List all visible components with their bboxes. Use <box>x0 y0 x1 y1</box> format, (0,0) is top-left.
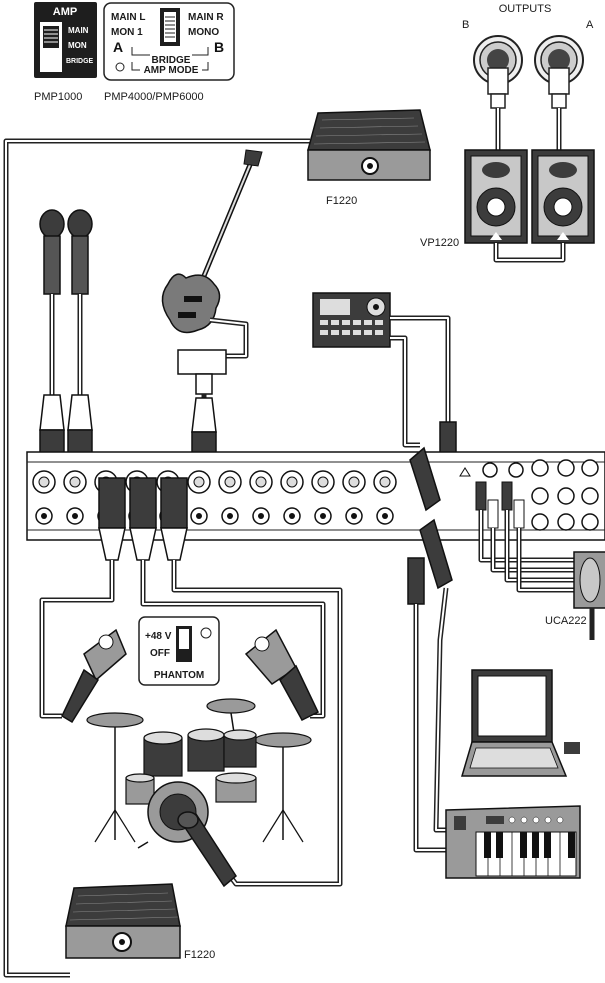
drum-xlr-plugs <box>98 477 188 561</box>
monitor-top <box>307 109 431 181</box>
amp-switch-panel: AMP MAIN MON BRIDGE <box>34 2 97 78</box>
mode-main-l: MAIN L <box>111 12 145 23</box>
mixer-xlr-pins <box>348 476 360 488</box>
phantom-switch-panel: +48 V OFF PHANTOM <box>138 616 220 686</box>
outputs-title: OUTPUTS <box>499 3 552 15</box>
mixer-line-input-hole <box>227 513 233 519</box>
amp-title: AMP <box>53 6 77 18</box>
monitor-top-label: F1220 <box>326 195 357 207</box>
mode-main-r: MAIN R <box>188 12 224 23</box>
interface-label: UCA222 <box>545 615 587 627</box>
bass-guitar <box>161 149 263 334</box>
monitor-bottom <box>65 883 181 959</box>
jack-plugs-center <box>407 446 453 605</box>
kick-mic <box>177 811 237 888</box>
speakers-label: VP1220 <box>420 237 459 249</box>
mixer-line-input-hole <box>320 513 326 519</box>
speaker-right <box>531 149 595 244</box>
mode-switch-panel: MAIN L MON 1 MAIN R MONO A B BRIDGE AMP … <box>103 2 235 81</box>
speaker-left <box>464 149 528 244</box>
mode-mon-1: MON 1 <box>111 27 143 38</box>
mode-letter-a: A <box>113 39 123 55</box>
mixer-line-input-hole <box>258 513 264 519</box>
mixer-line-input-hole <box>196 513 202 519</box>
microphone-2 <box>67 209 93 295</box>
amp-opt-main: MAIN <box>68 26 89 35</box>
amp-opt-mon: MON <box>68 41 87 50</box>
laptop <box>460 669 580 777</box>
mixer-line-input-hole <box>351 513 357 519</box>
mode-mono: MONO <box>188 27 219 38</box>
mixer-right-section <box>459 459 599 531</box>
phantom-48v: +48 V <box>145 631 172 642</box>
mode-bridge: BRIDGE <box>152 55 191 66</box>
outputs-a: A <box>586 19 594 31</box>
mixer-xlr-pins <box>317 476 329 488</box>
drum-kit <box>86 698 312 849</box>
mixer-xlr-pins <box>69 476 81 488</box>
speakon-output-a <box>534 35 584 109</box>
outputs-b: B <box>462 19 469 31</box>
midi-keyboard <box>445 805 581 879</box>
overhead-mic-left <box>61 628 127 724</box>
mixer-xlr-pins <box>38 476 50 488</box>
mixer-xlr-pins <box>286 476 298 488</box>
overhead-mic-right <box>244 628 319 721</box>
mode-letter-b: B <box>214 39 224 55</box>
mode-amp-mode: AMP MODE <box>144 65 199 76</box>
mixer-line-input-hole <box>72 513 78 519</box>
mixer-line-input-hole <box>382 513 388 519</box>
mixer-xlr-pins <box>379 476 391 488</box>
mixer-xlr-pins <box>255 476 267 488</box>
speakon-output-b <box>473 35 523 109</box>
amp-opt-bridge: BRIDGE <box>66 58 94 65</box>
phantom-title: PHANTOM <box>154 670 204 681</box>
amp-model-label: PMP1000 <box>34 91 82 103</box>
microphone-1 <box>39 209 65 295</box>
mode-model-label: PMP4000/PMP6000 <box>104 91 204 103</box>
mixer-line-input-hole <box>289 513 295 519</box>
usb-audio-interface <box>573 551 605 609</box>
di-box <box>177 349 227 395</box>
monitor-bottom-label: F1220 <box>184 949 215 961</box>
mixer-xlr-pins <box>224 476 236 488</box>
mixer-xlr-pins <box>193 476 205 488</box>
phantom-off: OFF <box>150 648 170 659</box>
mixer-line-input-hole <box>41 513 47 519</box>
drum-machine <box>312 292 391 348</box>
